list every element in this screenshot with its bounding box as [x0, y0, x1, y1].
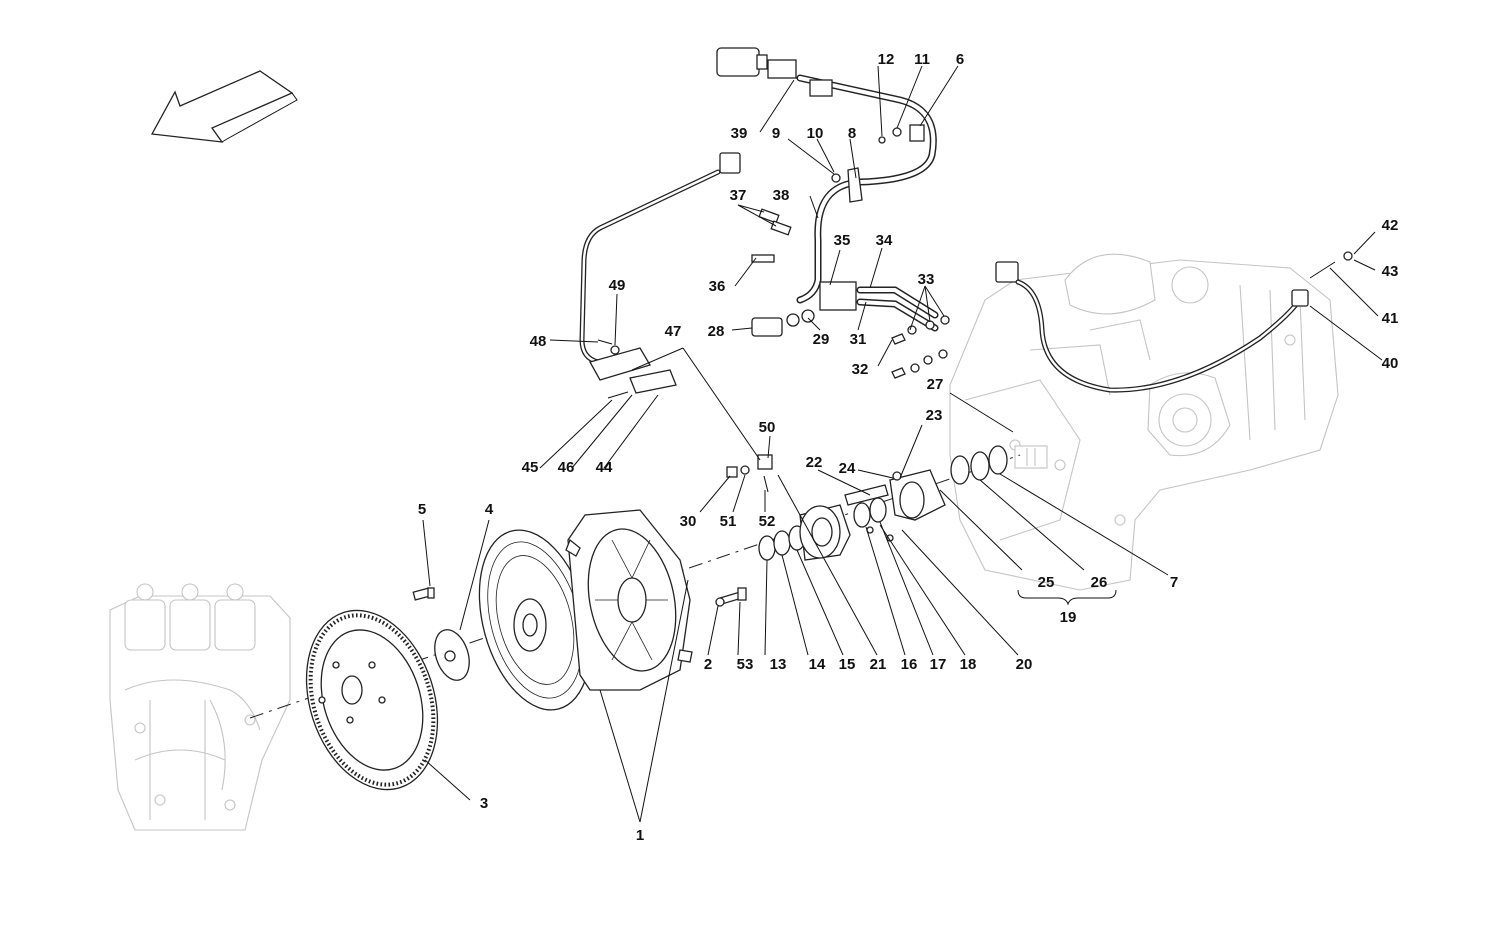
- gearbox-ghost: [949, 253, 1339, 591]
- pressure-plate-part: [565, 509, 693, 691]
- callout-47: 47: [665, 323, 682, 340]
- callout-27: 27: [927, 376, 944, 393]
- callout-46: 46: [558, 459, 575, 476]
- callout-24: 24: [839, 460, 856, 477]
- engine-block-ghost: [109, 583, 291, 831]
- callout-44: 44: [596, 459, 613, 476]
- callout-23: 23: [926, 407, 943, 424]
- callout-28: 28: [708, 323, 725, 340]
- callout-53: 53: [737, 656, 754, 673]
- callout-15: 15: [839, 656, 856, 673]
- callout-52: 52: [759, 513, 776, 530]
- callout-1: 1: [636, 827, 644, 844]
- callout-36: 36: [709, 278, 726, 295]
- callout-25: 25: [1038, 574, 1055, 591]
- callout-10: 10: [807, 125, 824, 142]
- callout-14: 14: [809, 656, 826, 673]
- clutch-bolt-part: [715, 587, 747, 607]
- callout-2: 2: [704, 656, 712, 673]
- callout-17: 17: [930, 656, 947, 673]
- callout-6: 6: [956, 51, 964, 68]
- callout-16: 16: [901, 656, 918, 673]
- callout-20: 20: [1016, 656, 1033, 673]
- callout-labels: 1 2 3 4 5 6 7 8 9 10 11 12 13 14 15 16 1…: [418, 51, 1399, 844]
- callout-51: 51: [720, 513, 737, 530]
- callout-18: 18: [960, 656, 977, 673]
- callout-41: 41: [1382, 310, 1399, 327]
- callout-7: 7: [1170, 574, 1178, 591]
- callout-29: 29: [813, 331, 830, 348]
- hydraulic-hose-lines: [716, 47, 950, 379]
- sensor-cable-left: [579, 152, 741, 399]
- callout-26: 26: [1091, 574, 1108, 591]
- callout-35: 35: [834, 232, 851, 249]
- callout-11: 11: [914, 51, 930, 68]
- callout-22: 22: [806, 454, 823, 471]
- callout-39: 39: [731, 125, 748, 142]
- callout-4: 4: [485, 501, 494, 518]
- callout-19: 19: [1060, 609, 1077, 626]
- callout-12: 12: [878, 51, 895, 68]
- callout-3: 3: [480, 795, 488, 812]
- callout-32: 32: [852, 361, 869, 378]
- callout-9: 9: [772, 125, 780, 142]
- spacer-plate-part: [434, 629, 470, 681]
- callout-8: 8: [848, 125, 856, 142]
- callout-5: 5: [418, 501, 426, 518]
- callout-13: 13: [770, 656, 787, 673]
- flywheel-part: [305, 609, 439, 791]
- callout-31: 31: [850, 331, 867, 348]
- callout-30: 30: [680, 513, 697, 530]
- callout-42: 42: [1382, 217, 1399, 234]
- callout-45: 45: [522, 459, 539, 476]
- flywheel-bolt-part: [412, 587, 435, 601]
- callout-34: 34: [876, 232, 893, 249]
- callout-33: 33: [918, 271, 935, 288]
- callout-21: 21: [870, 656, 887, 673]
- callout-49: 49: [609, 277, 626, 294]
- direction-arrow-icon: [150, 70, 298, 143]
- release-bearing-stack: [758, 469, 946, 561]
- callout-50: 50: [759, 419, 776, 436]
- callout-37: 37: [730, 187, 747, 204]
- callout-48: 48: [530, 333, 547, 350]
- callout-38: 38: [773, 187, 790, 204]
- callout-40: 40: [1382, 355, 1399, 372]
- fitting-small-parts: [726, 454, 773, 493]
- sensor-cable-right: [995, 251, 1353, 393]
- callout-43: 43: [1382, 263, 1399, 280]
- leader-lines: [422, 65, 1383, 823]
- seal-rings: [950, 445, 1008, 485]
